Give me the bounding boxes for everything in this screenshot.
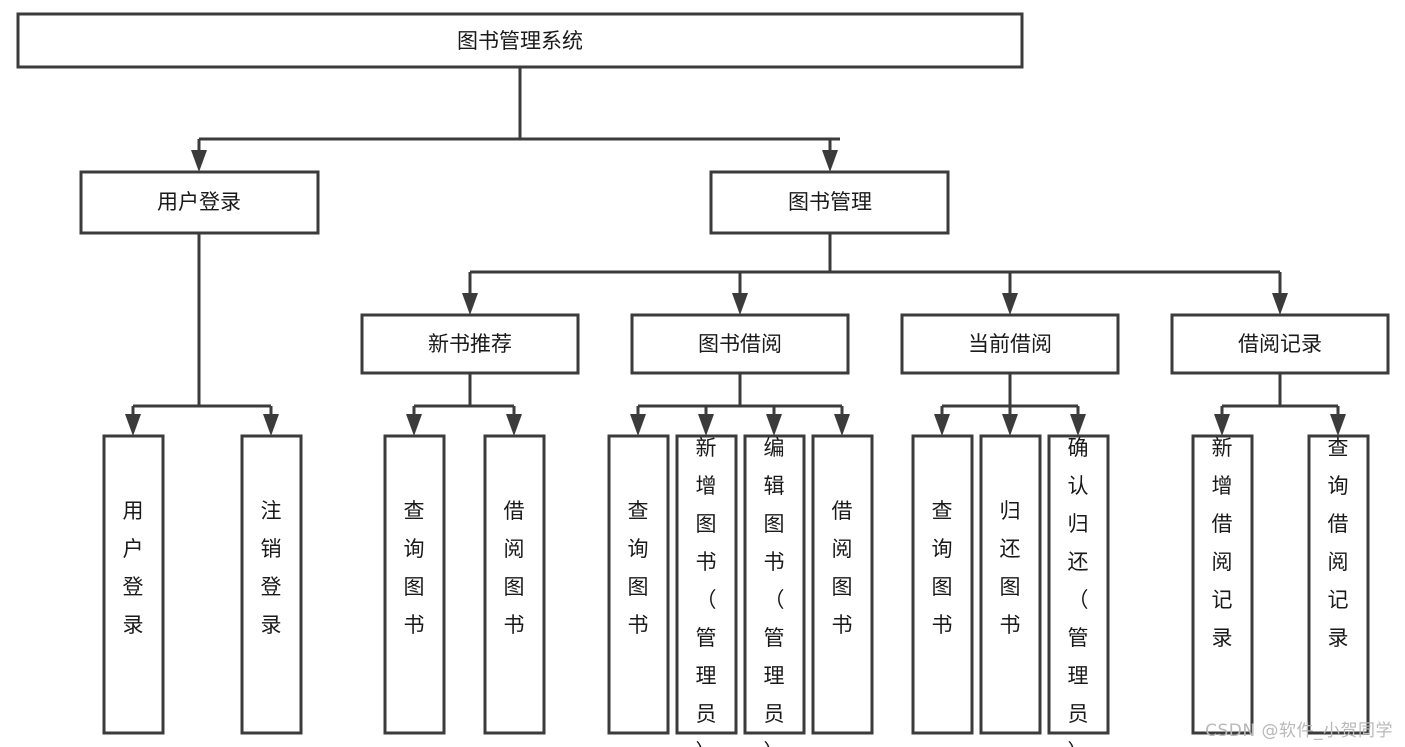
arrow-to-new-book-recommend [462,293,478,315]
edges-user-login-to-leaves [125,233,279,436]
arrow-to-book-borrow [732,293,748,315]
node-leaf-query-book-1[interactable]: 查询图书 [383,434,446,735]
arrow-to-book-management [822,150,838,172]
node-user-login-box[interactable] [79,170,320,235]
node-book-borrow[interactable]: 图书借阅 [630,313,850,375]
node-leaf-add-book-label: 新增图书（管理员） [696,436,717,747]
arrow-to-current-borrow [1002,293,1018,315]
arrow-leaf-add-record [1214,414,1230,436]
node-root[interactable]: 图书管理系统 [16,12,1024,69]
node-leaf-return-book-box[interactable] [979,434,1042,735]
node-leaf-query-book-1-box[interactable] [383,434,446,735]
edges-borrow-record-to-leaves [1214,373,1346,436]
node-book-borrow-label: 图书借阅 [698,332,782,356]
node-leaf-query-book-2[interactable]: 查询图书 [607,434,670,735]
node-borrow-record[interactable]: 借阅记录 [1170,313,1390,375]
arrow-leaf-logout-login [263,414,279,436]
arrow-leaf-query-book-1 [406,414,422,436]
node-leaf-borrow-book-1-box[interactable] [483,434,546,735]
node-leaf-borrow-book-2[interactable]: 借阅图书 [811,434,874,735]
node-book-management-box[interactable] [709,170,950,235]
node-user-login[interactable]: 用户登录 [79,170,320,235]
node-leaf-query-record-box[interactable] [1307,434,1370,735]
node-leaf-add-record-box[interactable] [1191,434,1254,735]
node-leaf-confirm-return-label: 确认归还（管理员） [1068,436,1089,747]
node-leaf-query-book-3-label: 查询图书 [932,499,953,637]
node-leaf-borrow-book-1-label: 借阅图书 [504,499,525,637]
node-book-management[interactable]: 图书管理 [709,170,950,235]
node-current-borrow-label: 当前借阅 [968,332,1052,356]
node-current-borrow-box[interactable] [900,313,1120,375]
node-leaf-query-book-3-box[interactable] [911,434,974,735]
node-leaf-query-record-label: 查询借阅记录 [1328,436,1349,650]
node-root-box[interactable] [16,12,1024,69]
node-leaf-return-book[interactable]: 归还图书 [979,434,1042,735]
node-leaf-edit-book[interactable]: 编辑图书（管理员） [743,434,806,747]
node-borrow-record-label: 借阅记录 [1238,332,1322,356]
node-leaf-logout-login-box[interactable] [240,434,303,735]
node-new-book-recommend-box[interactable] [360,313,580,375]
arrow-to-user-login [191,150,207,172]
arrow-to-borrow-record [1272,293,1288,315]
edges-book-borrow-to-leaves [630,373,850,436]
node-leaf-add-record-label: 新增借阅记录 [1212,436,1233,650]
node-book-borrow-box[interactable] [630,313,850,375]
node-leaf-query-record[interactable]: 查询借阅记录 [1307,434,1370,735]
node-leaf-user-login-label: 用户登录 [123,499,144,637]
node-leaf-borrow-book-2-box[interactable] [811,434,874,735]
arrow-leaf-query-book-3 [934,414,950,436]
node-leaf-logout-login[interactable]: 注销登录 [240,434,303,735]
arrow-leaf-borrow-book-2 [834,414,850,436]
node-leaf-add-book[interactable]: 新增图书（管理员） [675,434,738,747]
node-leaf-user-login[interactable]: 用户登录 [102,434,165,735]
arrow-leaf-return-book [1002,414,1018,436]
arrow-leaf-confirm-return [1070,414,1086,436]
arrow-leaf-query-book-2 [630,414,646,436]
arrow-leaf-query-record [1330,414,1346,436]
node-leaf-query-book-2-box[interactable] [607,434,670,735]
node-root-label: 图书管理系统 [457,29,583,53]
node-leaf-confirm-return-box[interactable] [1047,434,1110,735]
arrow-leaf-edit-book [766,414,782,436]
node-user-login-label: 用户登录 [157,190,241,214]
edges-root-to-level2 [191,67,840,172]
arrow-leaf-borrow-book-1 [506,414,522,436]
edges-book-management-to-level3 [462,233,1288,315]
node-leaf-logout-login-label: 注销登录 [261,499,282,637]
node-leaf-confirm-return[interactable]: 确认归还（管理员） [1047,434,1110,747]
node-leaf-add-record[interactable]: 新增借阅记录 [1191,434,1254,735]
node-leaf-borrow-book-2-label: 借阅图书 [832,499,853,637]
edges-current-borrow-to-leaves [934,373,1086,436]
arrow-leaf-user-login [125,414,141,436]
node-leaf-query-book-2-label: 查询图书 [628,499,649,637]
node-leaf-edit-book-box[interactable] [743,434,806,735]
node-new-book-recommend-label: 新书推荐 [428,332,512,356]
node-leaf-query-book-3[interactable]: 查询图书 [911,434,974,735]
node-leaf-user-login-box[interactable] [102,434,165,735]
node-leaf-return-book-label: 归还图书 [1000,499,1021,637]
arrow-leaf-add-book [698,414,714,436]
node-leaf-borrow-book-1[interactable]: 借阅图书 [483,434,546,735]
edges-new-book-recommend-to-leaves [406,373,522,436]
node-new-book-recommend[interactable]: 新书推荐 [360,313,580,375]
node-book-management-label: 图书管理 [788,190,872,214]
node-current-borrow[interactable]: 当前借阅 [900,313,1120,375]
node-leaf-add-book-box[interactable] [675,434,738,735]
node-borrow-record-box[interactable] [1170,313,1390,375]
node-leaf-query-book-1-label: 查询图书 [404,499,425,637]
node-leaf-edit-book-label: 编辑图书（管理员） [764,436,785,747]
